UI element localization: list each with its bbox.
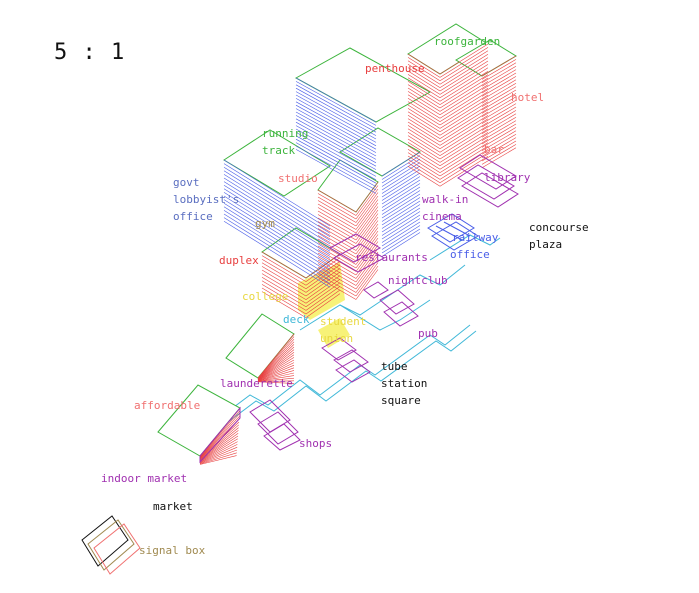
scale-ratio: 5 : 1	[54, 40, 126, 65]
label-tube: tube	[381, 360, 408, 373]
label-college: college	[242, 290, 288, 303]
label-railway-office: office	[450, 248, 490, 261]
label-launderette: launderette	[220, 377, 293, 390]
label-running: running	[262, 127, 308, 140]
label-plaza: plaza	[529, 238, 562, 251]
label-shops: shops	[299, 437, 332, 450]
label-deck: deck	[283, 313, 310, 326]
label-signal-box: signal box	[139, 544, 206, 557]
label-indoor-market: indoor market	[101, 472, 187, 485]
label-walk-in: walk-in	[422, 193, 468, 206]
signal-box	[81, 515, 141, 575]
label-restaurants: restaurants	[355, 251, 428, 264]
affordable-building	[157, 384, 241, 465]
label-roofgarden: roofgarden	[434, 35, 500, 48]
penthouse-slab	[294, 47, 432, 194]
label-penthouse: penthouse	[365, 62, 425, 75]
label-lobbyists: lobbyist's	[173, 193, 239, 206]
label-station: station	[381, 377, 427, 390]
label-studio: studio	[278, 172, 318, 185]
label-hotel: hotel	[511, 91, 544, 104]
low-rise-blocks	[249, 154, 519, 451]
label-govt: govt	[173, 176, 200, 189]
govt-building	[223, 129, 331, 288]
label-track: track	[262, 144, 295, 157]
label-office: office	[173, 210, 213, 223]
label-union: union	[320, 332, 353, 345]
label-gym: gym	[255, 217, 275, 230]
label-student: student	[320, 315, 366, 328]
label-pub: pub	[418, 327, 438, 340]
running-track-block	[339, 127, 421, 257]
label-railway: railway	[452, 231, 499, 244]
label-duplex: duplex	[219, 254, 259, 267]
launderette-building	[225, 313, 295, 384]
hotel-towers	[407, 23, 517, 187]
label-library: library	[484, 171, 531, 184]
label-cinema: cinema	[422, 210, 462, 223]
label-nightclub: nightclub	[388, 274, 448, 287]
label-affordable: affordable	[134, 399, 200, 412]
label-bar: bar	[484, 143, 504, 156]
duplex-building	[261, 227, 341, 318]
railway-office-block	[427, 213, 479, 251]
label-concourse: concourse	[529, 221, 589, 234]
label-market: market	[153, 500, 193, 513]
label-square: square	[381, 394, 421, 407]
